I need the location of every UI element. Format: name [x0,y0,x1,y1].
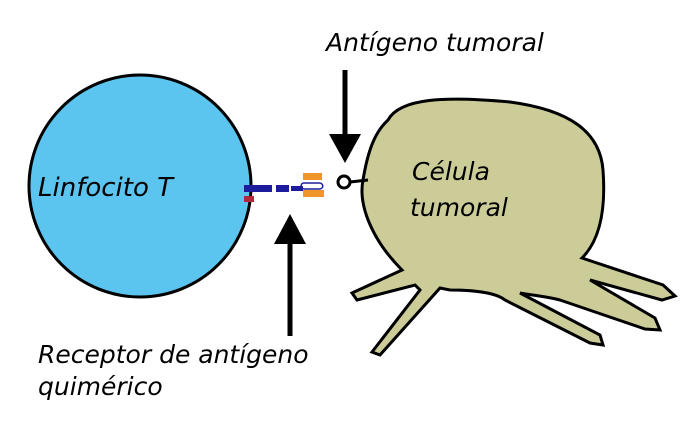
tumor-antigen [336,174,369,190]
arrow-up-icon [274,214,306,336]
chimeric-antigen-receptor [244,173,324,202]
arrow-up-head [274,214,306,244]
receptor-scfv-loop [300,182,324,190]
arrow-down-head [329,134,361,163]
receptor-hinge-segment [276,185,289,192]
tumor-antigen-label: Antígeno tumoral [324,28,544,57]
tumor-cell-body [349,97,678,357]
tumor-cell-label-line2: tumoral [410,193,508,222]
receptor-scfv-light-chain [303,190,324,197]
arrow-down-icon [329,70,361,163]
antigen-stem [349,178,369,184]
receptor-transmembrane-segment [244,185,272,192]
receptor-scfv-heavy-chain [303,173,322,180]
t-cell: Linfocito T [27,73,253,299]
tumor-cell: Célula tumoral [349,97,678,357]
car-label-line1: Receptor de antígeno [38,340,309,369]
antigen-ring [336,174,352,190]
receptor-intracellular-segment [244,196,254,202]
tumor-cell-label-line1: Célula [412,157,490,186]
car-label-line2: quimérico [38,372,163,401]
receptor-linker-segment [291,186,303,191]
t-cell-label: Linfocito T [38,173,175,203]
